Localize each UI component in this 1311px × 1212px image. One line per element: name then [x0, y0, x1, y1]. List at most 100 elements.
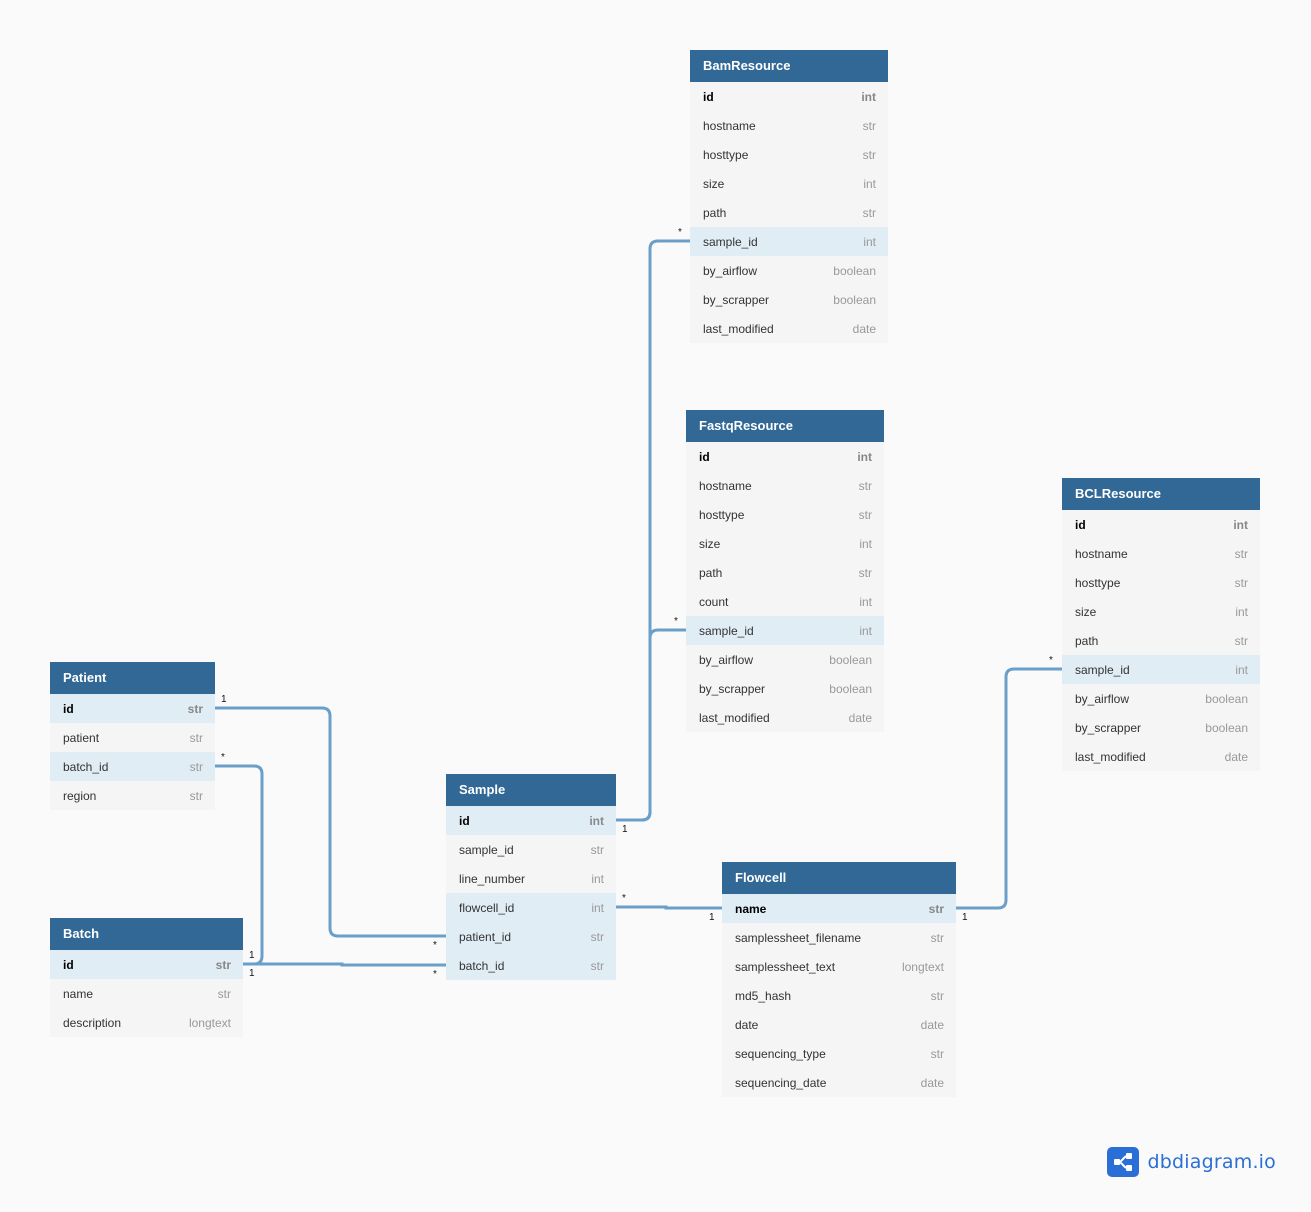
relationship-line[interactable] [243, 962, 446, 967]
table-header[interactable]: Sample [446, 774, 616, 806]
table-header[interactable]: FastqResource [686, 410, 884, 442]
field-name: path [699, 565, 723, 580]
field-name: path [703, 205, 727, 220]
field-row-hostname[interactable]: hostname str [686, 471, 884, 500]
field-name: region [63, 788, 97, 803]
relationship-line[interactable] [215, 706, 446, 938]
field-name: sequencing_date [735, 1075, 827, 1090]
field-type: int [1235, 604, 1248, 619]
field-type: int [859, 536, 872, 551]
field-type: boolean [1205, 691, 1248, 706]
field-name: patient_id [459, 929, 512, 944]
field-row-patient[interactable]: patient str [50, 723, 215, 752]
field-type: int [591, 900, 604, 915]
field-type: int [1233, 517, 1248, 532]
field-name: patient [63, 730, 100, 745]
field-name: hostname [703, 118, 756, 133]
field-name: hostname [1075, 546, 1128, 561]
table-header[interactable]: Patient [50, 662, 215, 694]
relationship-line[interactable] [956, 667, 1062, 910]
cardinality-label: * [622, 893, 626, 904]
table-header[interactable]: Batch [50, 918, 243, 950]
field-type: int [859, 623, 872, 638]
table-header[interactable]: BCLResource [1062, 478, 1260, 510]
field-name: hostname [699, 478, 752, 493]
field-name: samplessheet_filename [735, 930, 862, 945]
relationship-line[interactable] [616, 239, 690, 822]
field-type: int [863, 176, 876, 191]
field-name: sample_id [703, 234, 758, 249]
field-name: sample_id [699, 623, 754, 638]
cardinality-label: * [433, 969, 437, 980]
table-header[interactable]: BamResource [690, 50, 888, 82]
field-name: id [699, 449, 710, 464]
field-type: str [858, 478, 872, 493]
table-header[interactable]: Flowcell [722, 862, 956, 894]
field-row-sample-id[interactable]: sample_id int [686, 616, 884, 645]
field-type: int [861, 89, 876, 104]
field-name: date [735, 1017, 759, 1032]
dbdiagram-logo[interactable]: dbdiagram.io [1106, 1147, 1276, 1177]
field-name: batch_id [459, 958, 505, 973]
field-type: str [189, 730, 203, 745]
relationship-line[interactable] [616, 628, 686, 822]
relationship-line[interactable] [616, 905, 722, 910]
field-type: boolean [829, 681, 872, 696]
field-type: str [590, 842, 604, 857]
field-name: line_number [459, 871, 526, 886]
cardinality-label: 1 [962, 912, 968, 923]
